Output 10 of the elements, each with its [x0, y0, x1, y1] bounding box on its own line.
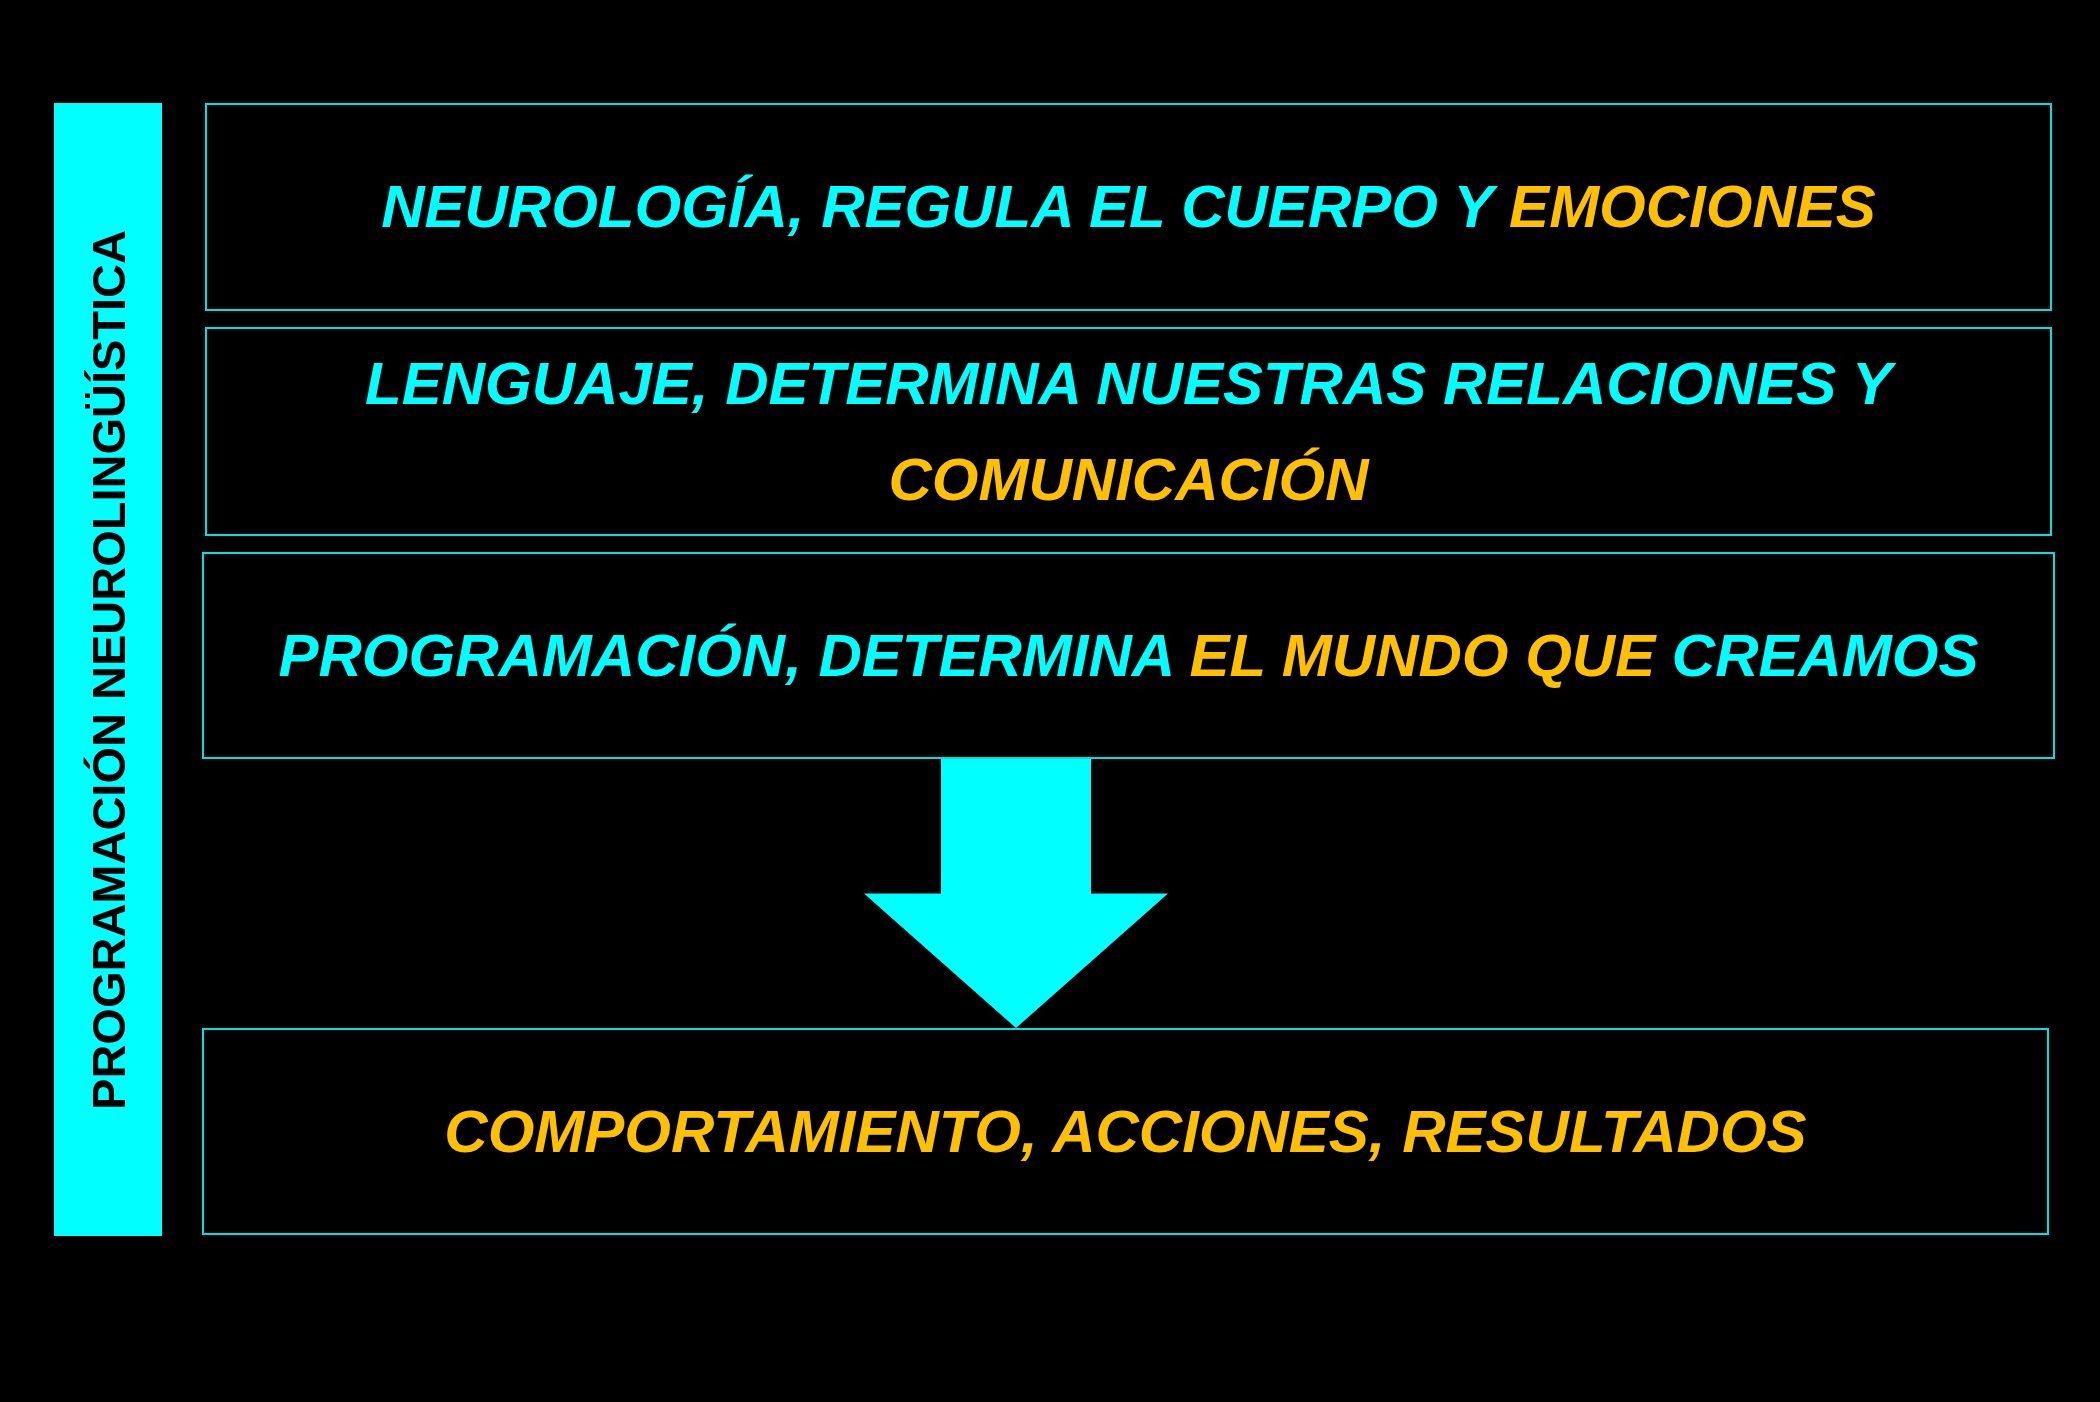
outlined-box — [202, 552, 2055, 759]
outlined-box — [205, 103, 2052, 311]
box-text: LENGUAJE, DETERMINA NUESTRAS RELACIONES Y COMUNICACIÓN — [247, 335, 2010, 528]
outlined-box — [202, 1028, 2049, 1235]
vertical-title-bar — [54, 103, 162, 1236]
box-text: COMPORTAMIENTO, ACCIONES, RESULTADOS — [444, 1096, 1807, 1167]
down-arrow — [864, 759, 1168, 1028]
box-text: NEUROLOGÍA, REGULA EL CUERPO Y EMOCIONES — [381, 172, 1876, 242]
box-text: PROGRAMACIÓN, DETERMINA EL MUNDO QUE CREAMOS — [278, 620, 1979, 691]
vertical-title: PROGRAMACIÓN NEUROLINGÜÍSTICA — [80, 229, 136, 1110]
